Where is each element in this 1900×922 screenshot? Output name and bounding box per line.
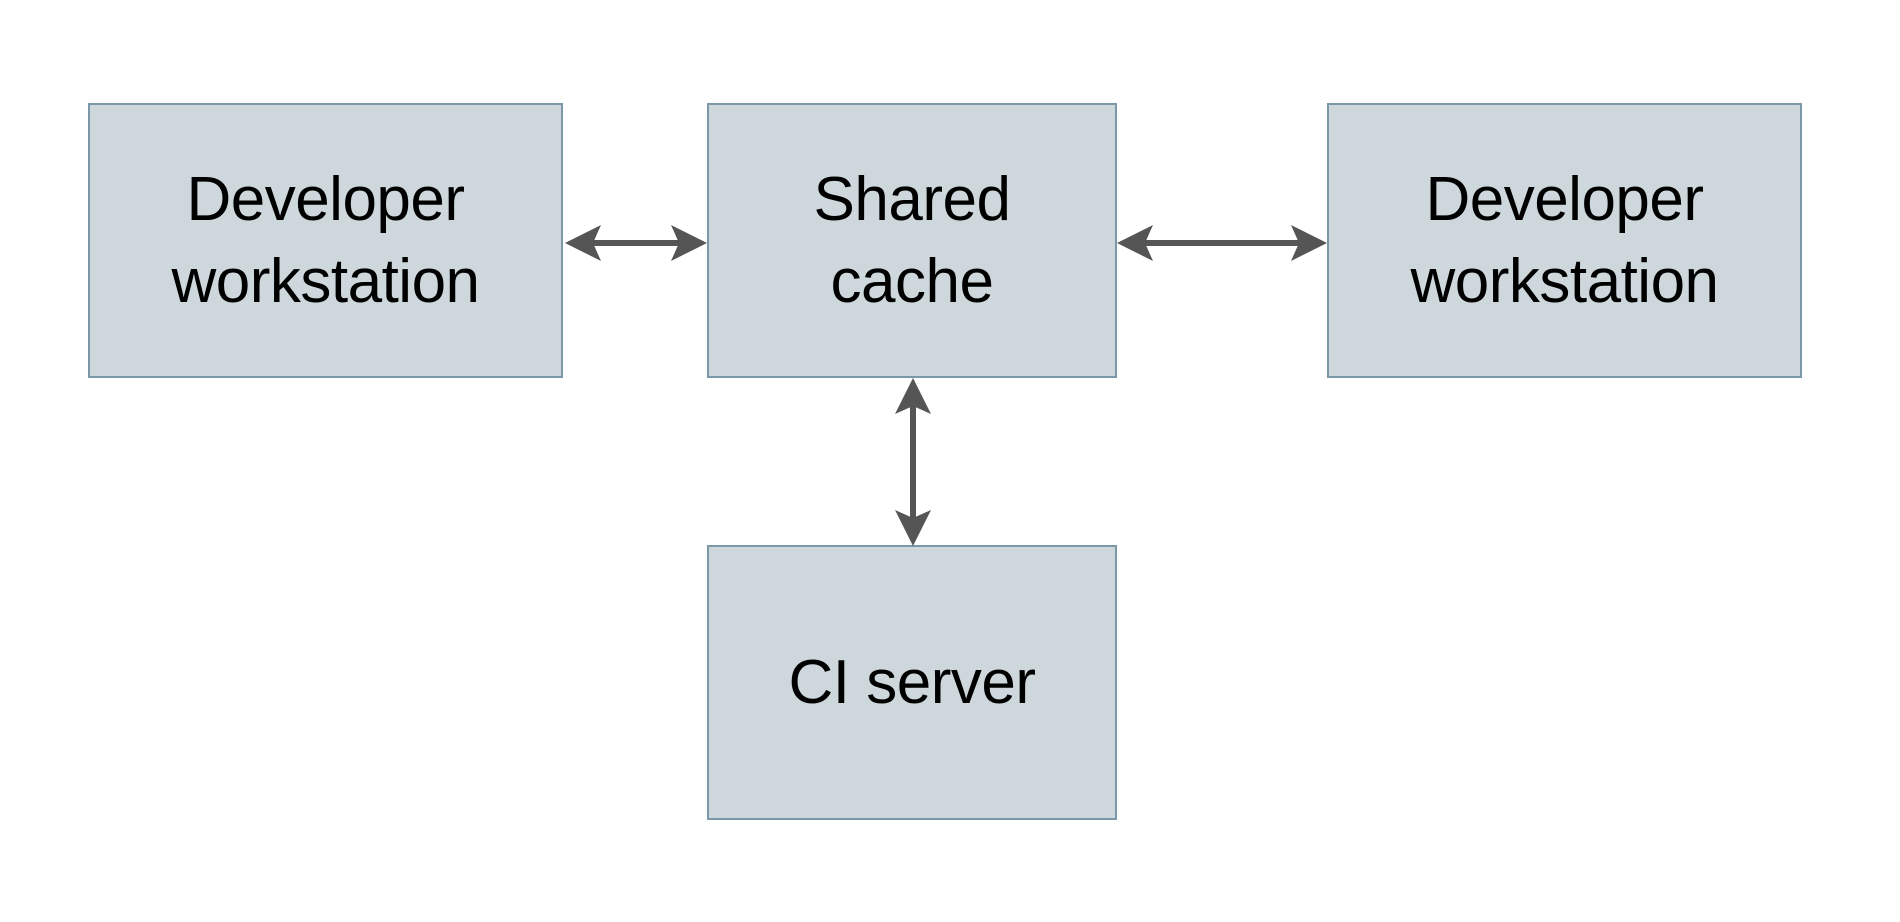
node-ci-server[interactable]: CI server	[707, 545, 1117, 820]
double-arrow-horizontal-icon	[565, 225, 707, 261]
node-label: Shared cache	[813, 164, 1011, 316]
node-developer-workstation-right[interactable]: Developer workstation	[1327, 103, 1802, 378]
edge-shared-cache-to-ci-server	[882, 376, 944, 548]
node-label: CI server	[788, 647, 1036, 717]
double-arrow-vertical-icon	[895, 378, 931, 546]
node-label: Developer workstation	[1410, 164, 1719, 316]
edge-dev-left-to-shared-cache	[563, 212, 709, 274]
node-shared-cache[interactable]: Shared cache	[707, 103, 1117, 378]
node-developer-workstation-left[interactable]: Developer workstation	[88, 103, 563, 378]
double-arrow-horizontal-icon	[1117, 225, 1327, 261]
edge-shared-cache-to-dev-right	[1115, 212, 1329, 274]
node-label: Developer workstation	[171, 164, 480, 316]
